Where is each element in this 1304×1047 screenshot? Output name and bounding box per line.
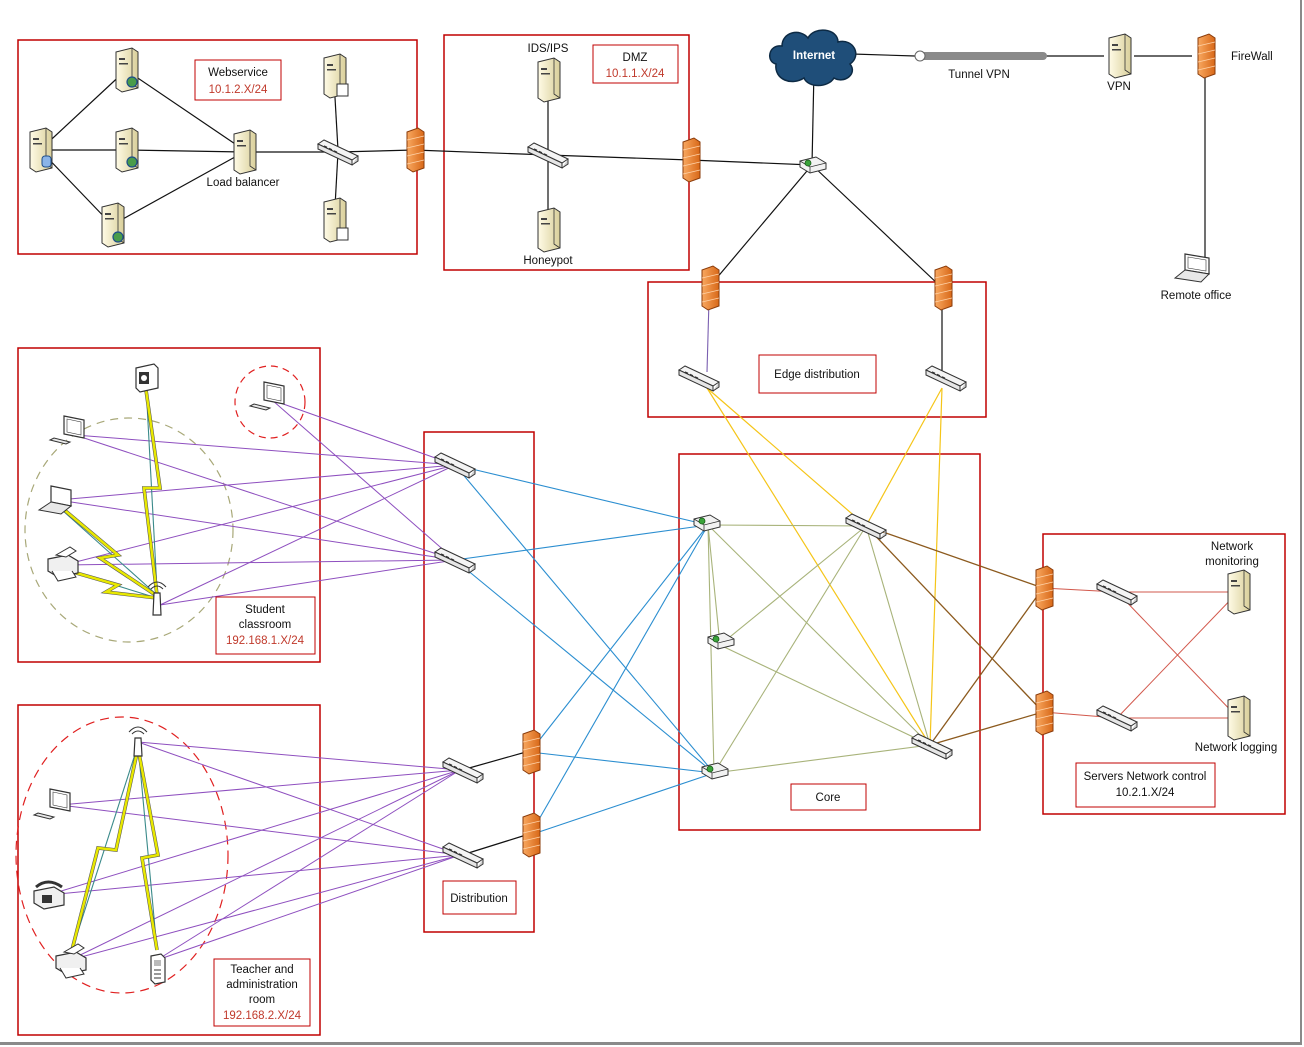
network-monitoring-label-1: Network [1211, 541, 1253, 553]
student-zone [17, 347, 321, 663]
server-icon[interactable] [115, 127, 139, 173]
dmz-name: DMZ [623, 52, 648, 64]
server-icon[interactable] [323, 53, 349, 99]
access-point-icon[interactable] [128, 726, 148, 757]
projector-icon[interactable] [135, 363, 159, 393]
webservice-links [39, 69, 549, 226]
server-icon[interactable] [115, 47, 139, 93]
tunnel-vpn-label: Tunnel VPN [948, 69, 1010, 81]
servers-name: Servers Network control [1084, 771, 1207, 783]
student-name-line2: classroom [239, 619, 291, 631]
webservice-name: Webservice [208, 67, 268, 79]
teacher-wireless-area [15, 716, 229, 994]
firewall-icon[interactable] [701, 265, 720, 311]
phone-icon[interactable] [33, 880, 65, 910]
firewall-icon[interactable] [1197, 33, 1216, 79]
dmz-links [547, 53, 1206, 287]
load-balancer-server-icon[interactable] [233, 129, 257, 175]
firewall-icon[interactable] [522, 729, 541, 775]
firewall-label: FireWall [1231, 51, 1273, 63]
isolated-host-area [234, 365, 306, 439]
core-zone [678, 453, 981, 831]
distribution-links [454, 464, 715, 856]
student-wireless-area [24, 417, 234, 643]
teacher-label-box [213, 958, 311, 1027]
server-icon[interactable] [323, 197, 349, 243]
access-point-icon[interactable] [147, 581, 167, 616]
edge-label-box [758, 354, 877, 394]
webservice-subnet: 10.1.2.X/24 [209, 84, 268, 96]
switch-icon[interactable] [845, 513, 887, 540]
switch-icon[interactable] [434, 452, 476, 479]
dmz-label-box [592, 44, 679, 84]
distribution-label-box [442, 880, 517, 915]
edge-name: Edge distribution [774, 369, 860, 381]
firewall-icon[interactable] [406, 127, 425, 173]
router-icon[interactable] [707, 632, 735, 650]
printer-icon[interactable] [55, 943, 87, 979]
switch-icon[interactable] [442, 842, 484, 869]
edge-zone [647, 281, 987, 418]
router-icon[interactable] [693, 514, 721, 532]
ids-ips-label: IDS/IPS [528, 43, 569, 55]
network-monitoring-server-icon[interactable] [1227, 569, 1251, 615]
student-wireless-links [60, 384, 163, 600]
firewall-icon[interactable] [682, 137, 701, 183]
router-icon[interactable] [799, 156, 827, 174]
vpn-label: VPN [1107, 81, 1131, 93]
internet-label: Internet [793, 50, 835, 62]
teacher-name-line2: administration [226, 979, 298, 991]
server-icon[interactable] [29, 127, 53, 173]
teacher-subnet: 192.168.2.X/24 [223, 1010, 302, 1022]
dmz-subnet: 10.1.1.X/24 [606, 68, 665, 80]
switch-icon[interactable] [925, 365, 967, 392]
tunnel-vpn-end [914, 50, 926, 62]
honeypot-server-icon[interactable] [537, 207, 561, 253]
servers-zone [1042, 533, 1286, 815]
teacher-wireless-links [70, 744, 161, 951]
teacher-name-line3: room [249, 994, 275, 1006]
student-lan-links [57, 399, 456, 606]
core-mesh-links [707, 524, 931, 774]
firewall-icon[interactable] [934, 265, 953, 311]
cloud-icon [769, 29, 857, 87]
remote-office-label: Remote office [1161, 290, 1232, 302]
firewall-icon[interactable] [522, 812, 541, 858]
distribution-name: Distribution [450, 893, 508, 905]
teacher-name-line1: Teacher and [230, 964, 293, 976]
firewall-icon[interactable] [1035, 565, 1054, 611]
honeypot-label: Honeypot [523, 255, 573, 267]
student-label-box [215, 596, 316, 655]
edge-links [706, 299, 943, 746]
server-icon[interactable] [101, 202, 125, 248]
desktop-icon[interactable] [32, 788, 71, 820]
webservice-label-box [194, 59, 282, 101]
core-name: Core [816, 792, 841, 804]
servers-label-box [1075, 762, 1216, 808]
core-label-box [790, 783, 867, 811]
laptop-icon[interactable] [37, 485, 73, 515]
student-subnet: 192.168.1.X/24 [226, 635, 305, 647]
switch-icon[interactable] [678, 365, 720, 392]
network-logging-server-icon[interactable] [1227, 695, 1251, 741]
firewall-icon[interactable] [1035, 690, 1054, 736]
servers-subnet: 10.2.1.X/24 [1116, 787, 1175, 799]
distribution-zone [423, 431, 535, 933]
load-balancer-label: Load balancer [207, 177, 280, 189]
desktop-icon[interactable] [248, 381, 285, 411]
laptop-icon[interactable] [1173, 253, 1211, 283]
network-monitoring-label-2: monitoring [1205, 556, 1259, 568]
ids-ips-server-icon[interactable] [537, 57, 561, 103]
network-logging-label: Network logging [1195, 742, 1277, 754]
handset-icon[interactable] [150, 953, 166, 985]
router-icon[interactable] [701, 762, 729, 780]
teacher-zone [17, 704, 321, 1036]
desktop-icon[interactable] [48, 415, 85, 445]
printer-icon[interactable] [47, 546, 79, 582]
student-name-line1: Student [245, 604, 285, 616]
vpn-server-icon[interactable] [1108, 33, 1132, 79]
